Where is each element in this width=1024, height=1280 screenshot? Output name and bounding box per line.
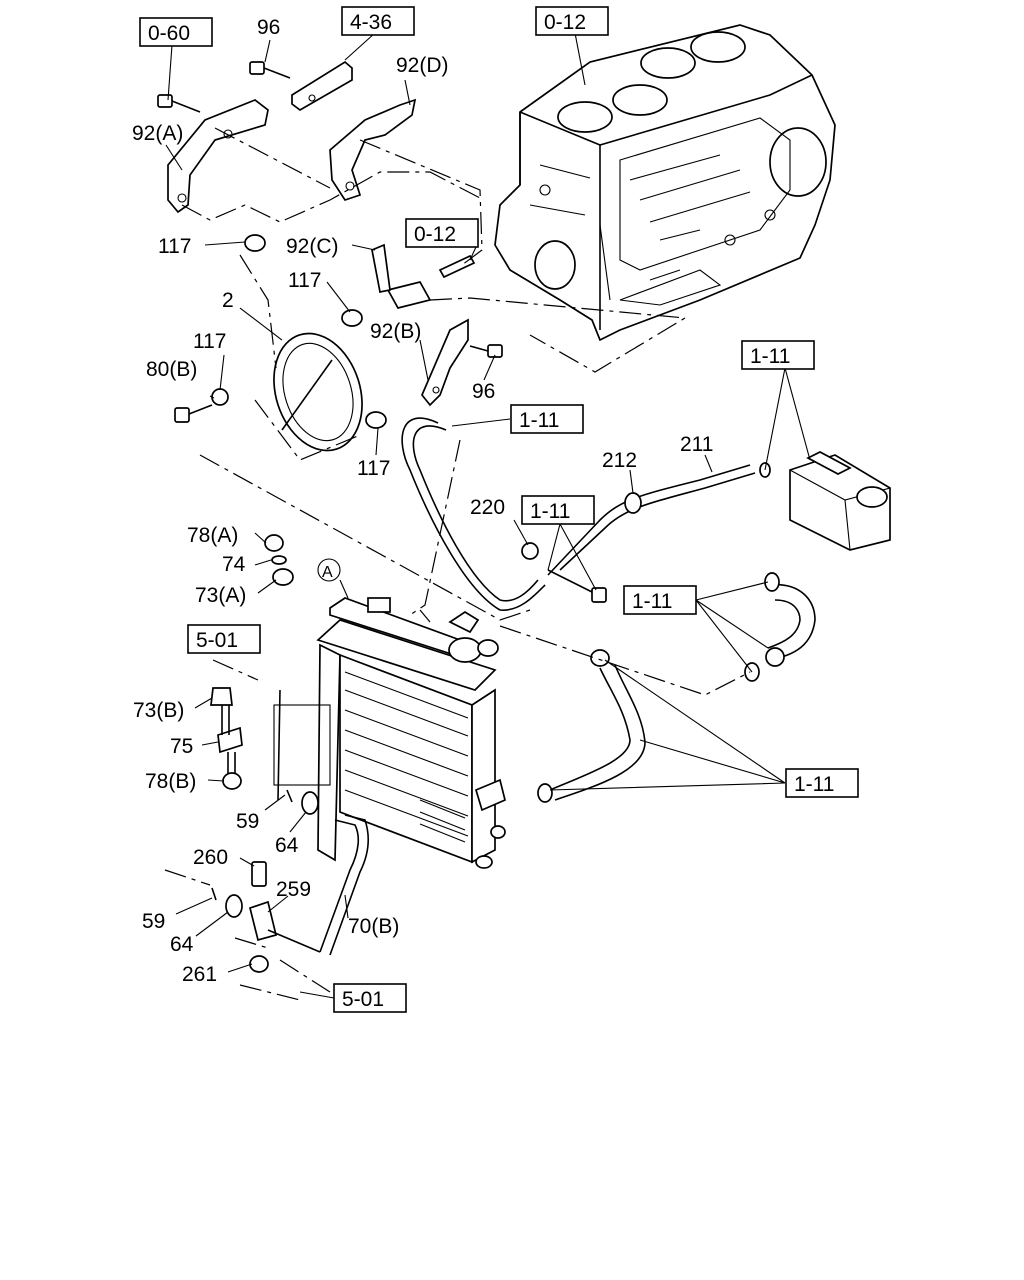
label-117-c: 117 (193, 330, 226, 353)
label-73b: 73(B) (133, 699, 184, 722)
svg-text:5-01: 5-01 (342, 988, 384, 1011)
svg-text:4-36: 4-36 (350, 11, 392, 34)
svg-text:1-11: 1-11 (519, 409, 559, 432)
label-2: 2 (222, 289, 234, 312)
label-73a: 73(A) (195, 584, 246, 607)
label-59-a: 59 (236, 810, 259, 833)
label-117-b: 117 (288, 269, 321, 292)
label-261: 261 (182, 963, 217, 986)
leader-lines (165, 32, 811, 999)
reference-tags: 0-60 4-36 0-12 0-12 1-11 1-11 1-11 1-11 (139, 6, 859, 1013)
label-78b: 78(B) (145, 770, 196, 793)
label-117-a: 117 (158, 235, 191, 258)
label-96-mid: 96 (472, 380, 495, 403)
svg-text:0-12: 0-12 (544, 11, 586, 34)
bracket-92a (167, 99, 269, 214)
label-259: 259 (276, 878, 311, 901)
bracket-92b (421, 318, 469, 407)
label-92d: 92(D) (396, 54, 449, 77)
alignment-lines (164, 127, 751, 1001)
label-74: 74 (222, 553, 246, 576)
ref-box-0-12-mid[interactable]: 0-12 (405, 218, 479, 248)
ref-box-1-11-d[interactable]: 1-11 (623, 585, 697, 615)
drain-cock-assembly (210, 687, 331, 973)
radiator-drawing (316, 597, 506, 869)
ref-box-5-01-b[interactable]: 5-01 (333, 983, 407, 1013)
label-92a: 92(A) (132, 122, 183, 145)
svg-text:1-11: 1-11 (750, 345, 790, 368)
label-78a: 78(A) (187, 524, 238, 547)
label-64-b: 64 (170, 933, 194, 956)
label-212: 212 (602, 449, 637, 472)
coolant-hoses (319, 417, 816, 956)
label-220: 220 (470, 496, 505, 519)
callout-a-circle (317, 558, 341, 582)
svg-text:1-11: 1-11 (530, 500, 570, 523)
ref-box-0-60[interactable]: 0-60 (139, 17, 213, 47)
label-a: A (322, 564, 333, 581)
label-64-a: 64 (275, 834, 299, 857)
ref-box-1-11-e[interactable]: 1-11 (785, 768, 859, 798)
svg-text:1-11: 1-11 (632, 590, 672, 613)
label-92b: 92(B) (370, 320, 421, 343)
label-80b: 80(B) (146, 358, 197, 381)
label-70b: 70(B) (348, 915, 399, 938)
ref-box-1-11-c[interactable]: 1-11 (521, 495, 595, 525)
reservoir-tank-drawing (789, 451, 891, 551)
label-260: 260 (193, 846, 228, 869)
part-number-labels: 96 92(D) 92(A) 117 92(C) 117 2 92(B) 117… (132, 16, 713, 986)
svg-text:1-11: 1-11 (794, 773, 834, 796)
svg-text:5-01: 5-01 (196, 629, 238, 652)
ref-box-1-11-a[interactable]: 1-11 (741, 340, 815, 370)
ref-box-0-12-top[interactable]: 0-12 (535, 6, 609, 36)
ref-box-4-36[interactable]: 4-36 (341, 6, 415, 36)
bracket-4-36-plate (291, 60, 353, 112)
bracket-92c (371, 243, 432, 309)
bracket-92d (329, 98, 417, 202)
label-92c: 92(C) (286, 235, 339, 258)
fan-shroud-ring-2 (273, 332, 363, 452)
ref-box-1-11-b[interactable]: 1-11 (510, 404, 584, 434)
label-96-top: 96 (257, 16, 280, 39)
label-59-b: 59 (142, 910, 165, 933)
small-fasteners (157, 61, 607, 603)
engine-block-drawing (494, 24, 836, 342)
svg-text:0-60: 0-60 (148, 22, 190, 45)
label-117-d: 117 (357, 457, 390, 480)
svg-text:0-12: 0-12 (414, 223, 456, 246)
label-211: 211 (680, 433, 713, 456)
label-75: 75 (170, 735, 193, 758)
ref-box-5-01-a[interactable]: 5-01 (187, 624, 261, 654)
